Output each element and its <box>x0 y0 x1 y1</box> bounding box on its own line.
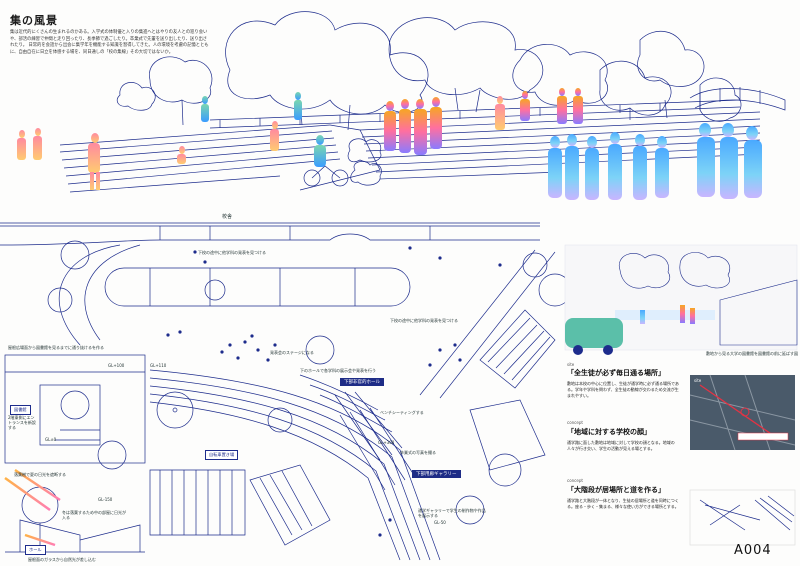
stage-note: 発表会のステージになる <box>270 350 314 355</box>
gallery-box: 下部用廊ギャラリー <box>412 470 461 478</box>
perspective-sketch <box>59 11 786 193</box>
library-entrance-note: 2階東側にエントランスを新設する <box>8 415 36 430</box>
site-heading: 「全生徒が必ず毎日通る場所」 <box>567 369 665 377</box>
library-detail <box>4 354 146 464</box>
gl-label-2: GL+110 <box>150 363 167 368</box>
concept2-tag: concept <box>567 478 583 483</box>
gallery-note: 通学ギャラリーで学生の制作物や作品を展示する <box>418 508 486 518</box>
glass-note: 屋根面のガラスから自然光が差し込む <box>28 557 96 562</box>
hall-interaction-note: 下のホールで各学科の展示会や発表を行う <box>300 368 376 373</box>
concept1-tag: concept <box>567 420 583 425</box>
gl-label-3: GL±0 <box>45 437 57 442</box>
upper-note: 屋根広場面から図書館を見るまでに通り抜けるを作る <box>8 345 104 350</box>
site-plan <box>0 222 572 561</box>
concept1-heading: 「地域に対する学校の顔」 <box>567 428 651 436</box>
library-box: 図書館 <box>10 405 31 415</box>
gl-label-6: GL-150 <box>98 497 113 502</box>
page-title: 集の風景 <box>10 14 58 27</box>
people-silhouettes <box>17 88 762 200</box>
hall-box: 下部非官的ホール <box>340 378 384 386</box>
sheet-id: A004 <box>734 543 772 558</box>
concept-diagram <box>689 489 796 546</box>
view-note: 卒業式の写真を撮る <box>400 450 436 455</box>
concept2-heading: 「大階段が居場所と道を作る」 <box>567 486 665 494</box>
site-photo <box>564 244 798 355</box>
site-tag: site <box>567 362 575 367</box>
gl-label-1: GL+100 <box>108 363 125 368</box>
plan-dots <box>166 246 502 537</box>
roof-note: 冬は落葉するため中の部屋に日光が入る <box>62 510 126 520</box>
gl-label-5: GL-50 <box>434 520 446 525</box>
open-note: 下校の途中に他学科の発表を見つける <box>390 318 458 323</box>
sun-arrows <box>4 468 61 547</box>
bike-box: 自転車置き場 <box>205 450 239 460</box>
gl-label-4: GL+300 <box>378 440 395 445</box>
seat-note: ベンチシーティングする <box>380 410 424 415</box>
intro-paragraph: 集は近代的にくさんの生まれるのかある。入学式の体制優と入りの集進へとはやりの友人… <box>10 30 209 55</box>
school-building-label: 校舎 <box>222 214 233 220</box>
section-detail <box>5 486 145 553</box>
map-caption: site <box>694 378 702 383</box>
hall-small-box: ホール <box>25 545 46 555</box>
hall-note: 下校の途中に他学科の発表を見つける <box>198 250 266 255</box>
site-body: 敷地は本校の中心に位置し、生徒が通学時に必ず通る場所である。学年や学科を問わず、… <box>567 381 679 398</box>
concept2-body: 通学路と大階段が一体となり、生徒の居場所と道を同時につくる。座る・歩く・集まる、… <box>567 498 679 509</box>
light-note: 落葉樹で夏の日光を遮断する <box>14 472 66 477</box>
site-aerial-map <box>689 374 796 451</box>
photo-caption: 敷地から見る大学の図書館を図書館の前に延ばす図 <box>706 351 798 356</box>
concept1-body: 通学路に面した敷地は地域に対して学校の顔となる。地域の人々が行き交い、学生の活動… <box>567 440 675 451</box>
